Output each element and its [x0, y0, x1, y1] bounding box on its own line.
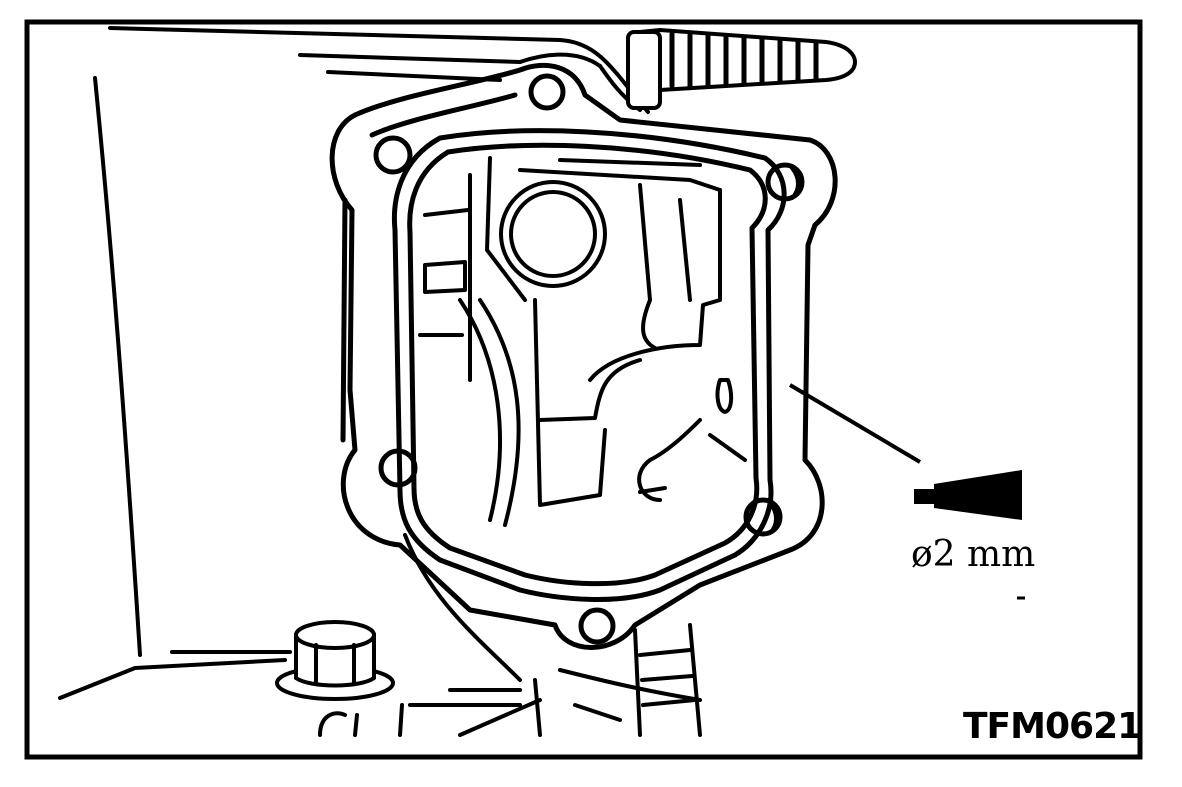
figure-frame: [24, 19, 1143, 760]
cover-ribs: [418, 156, 747, 527]
bolt-hole: [578, 607, 616, 645]
bolt-hole: [528, 73, 566, 111]
bolt-hole: [373, 135, 413, 175]
sealant-bead: [391, 128, 787, 602]
flange-bolt-icon: [275, 620, 404, 737]
sealant-tube-icon: [914, 470, 1022, 520]
figure-code: TFM0621: [963, 706, 1141, 747]
bolt-icon: [626, 27, 858, 110]
lower-housing: [533, 623, 702, 737]
bead-leader-line: [788, 383, 922, 464]
housing-outline: [58, 26, 650, 737]
bead-size-label: ø2 mm: [911, 534, 1035, 575]
cover-flange: [329, 62, 838, 650]
